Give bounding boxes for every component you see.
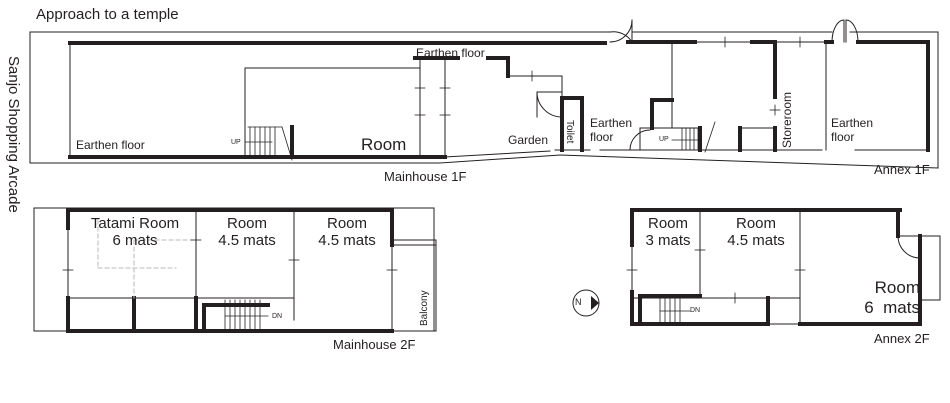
annex-2f-stair-label: DN [690,307,701,314]
annex-1f-stair-label: UP [659,136,669,143]
earthen-floor-mid-label: Earthen floor [416,46,485,60]
annex-2f-caption: Annex 2F [874,331,930,346]
annex-2f-stair [638,294,702,325]
annex-2f-room-b-label: Room 4.5 mats [727,215,785,249]
mainhouse-2f-stair-label: DN [272,313,283,320]
balcony-label: Balcony [419,290,430,326]
annex-2f-room-c-label: Room 6 mats [864,278,920,317]
mainhouse-1f-walls [68,41,607,161]
mainhouse-2f-room-a-label: Room 4.5 mats [218,215,276,249]
street-label: Sanjo Shopping Arcade [5,56,22,213]
garden-label: Garden [508,133,549,147]
toilet-label: Toilet [564,120,575,144]
mainhouse-2f-walls [33,207,437,333]
approach-label: Approach to a temple [36,6,179,23]
mainhouse-1f-stair [244,126,293,161]
tick-marks [62,36,806,304]
mainhouse-2f-caption: Mainhouse 2F [333,337,416,352]
annex-1f-walls [599,19,930,153]
mainhouse-1f-stair-label: UP [231,139,241,146]
tatami-room-label: Tatami Room 6 mats [90,215,180,249]
north-arrow-circle [572,289,600,317]
north-label: N [575,297,582,307]
annex-2f-room-a-label: Room 3 mats [645,215,691,249]
annex-earthen-floor-entry-label: Earthen floor [590,116,633,145]
site-outline [29,31,939,169]
storeroom-label: Storeroom [780,91,794,148]
annex-1f-stair [671,121,716,153]
annex-2f-walls [630,208,941,326]
room-label: Room [361,135,407,154]
mainhouse-2f-stair [202,299,270,333]
mainhouse-1f-caption: Mainhouse 1F [384,169,467,184]
tatami-dashed-lines [97,219,193,299]
annex-earthen-floor-back-label: Earthen floor [831,116,874,145]
earthen-floor-front-label: Earthen floor [76,138,145,152]
mainhouse-2f-room-b-label: Room 4.5 mats [318,215,376,249]
annex-1f-caption: Annex 1F [874,162,930,177]
